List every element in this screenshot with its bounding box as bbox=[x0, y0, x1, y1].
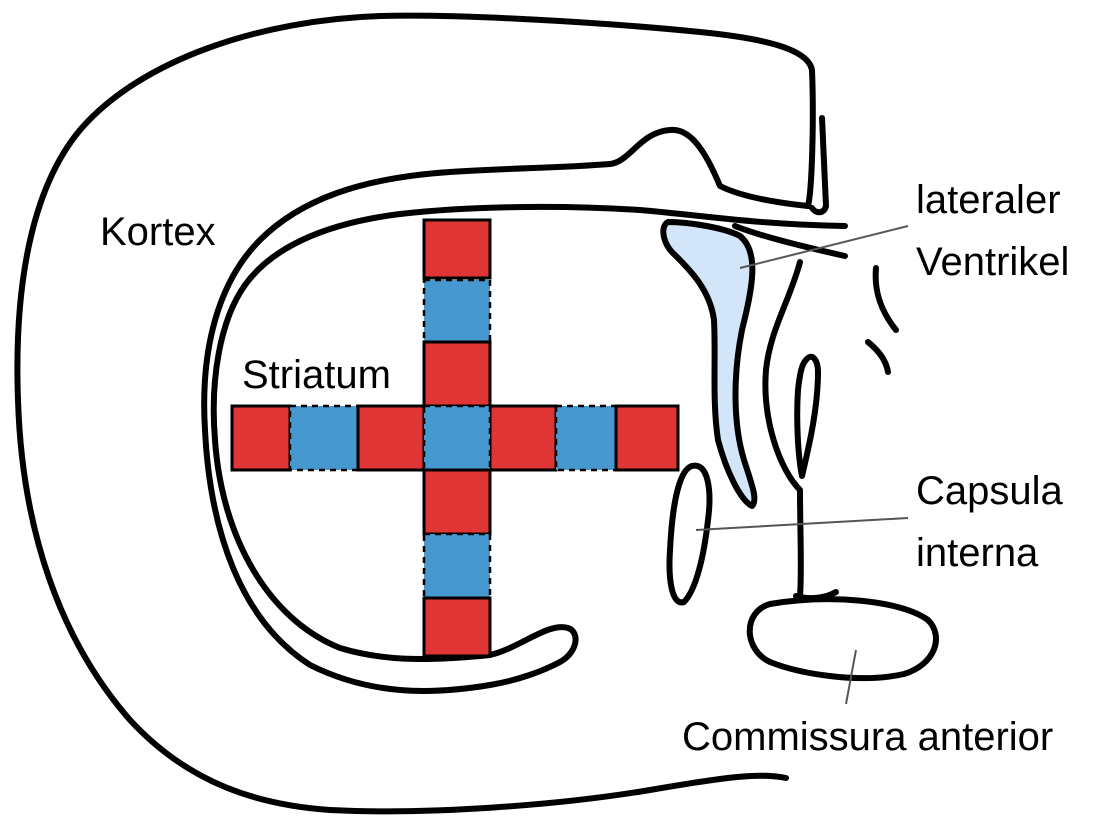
midline-stub bbox=[812, 206, 826, 212]
cross-square-vertical-5 bbox=[424, 470, 490, 534]
leader-lateral-ventricle bbox=[740, 226, 908, 268]
label-commissura-anterior: Commissura anterior bbox=[682, 715, 1053, 759]
right-arc-lower bbox=[868, 342, 888, 372]
cross-square-horizontal-3 bbox=[358, 406, 424, 470]
label-capsula-line2: interna bbox=[916, 531, 1039, 575]
cross-square-vertical-6 bbox=[424, 534, 490, 598]
cross-square-vertical-1 bbox=[424, 220, 490, 278]
label-kortex: Kortex bbox=[100, 210, 216, 254]
label-striatum: Striatum bbox=[242, 353, 391, 397]
cross-square-horizontal-6 bbox=[556, 406, 616, 470]
commissura-anterior bbox=[750, 599, 936, 678]
label-capsula-line1: Capsula bbox=[916, 469, 1064, 513]
cross-square-horizontal-2 bbox=[290, 406, 358, 470]
midline-outer bbox=[822, 118, 826, 206]
label-lateral-ventricle-line2: Ventrikel bbox=[916, 240, 1069, 284]
cross-square-vertical-7 bbox=[424, 598, 490, 656]
cross-square-horizontal-7 bbox=[616, 406, 678, 470]
cross-square-vertical-2 bbox=[424, 280, 490, 342]
cross-square-horizontal-1 bbox=[232, 406, 290, 470]
capsula-interna bbox=[670, 466, 710, 603]
label-lateral-ventricle-line1: lateraler bbox=[916, 178, 1061, 222]
cross-square-horizontal-5 bbox=[490, 406, 556, 470]
fornix-outline bbox=[797, 357, 818, 476]
cross-square-vertical-3 bbox=[424, 342, 490, 406]
right-arc-upper bbox=[876, 268, 896, 330]
cross-square-vertical-4 bbox=[424, 406, 490, 470]
stimulation-grid-cross bbox=[232, 220, 678, 656]
